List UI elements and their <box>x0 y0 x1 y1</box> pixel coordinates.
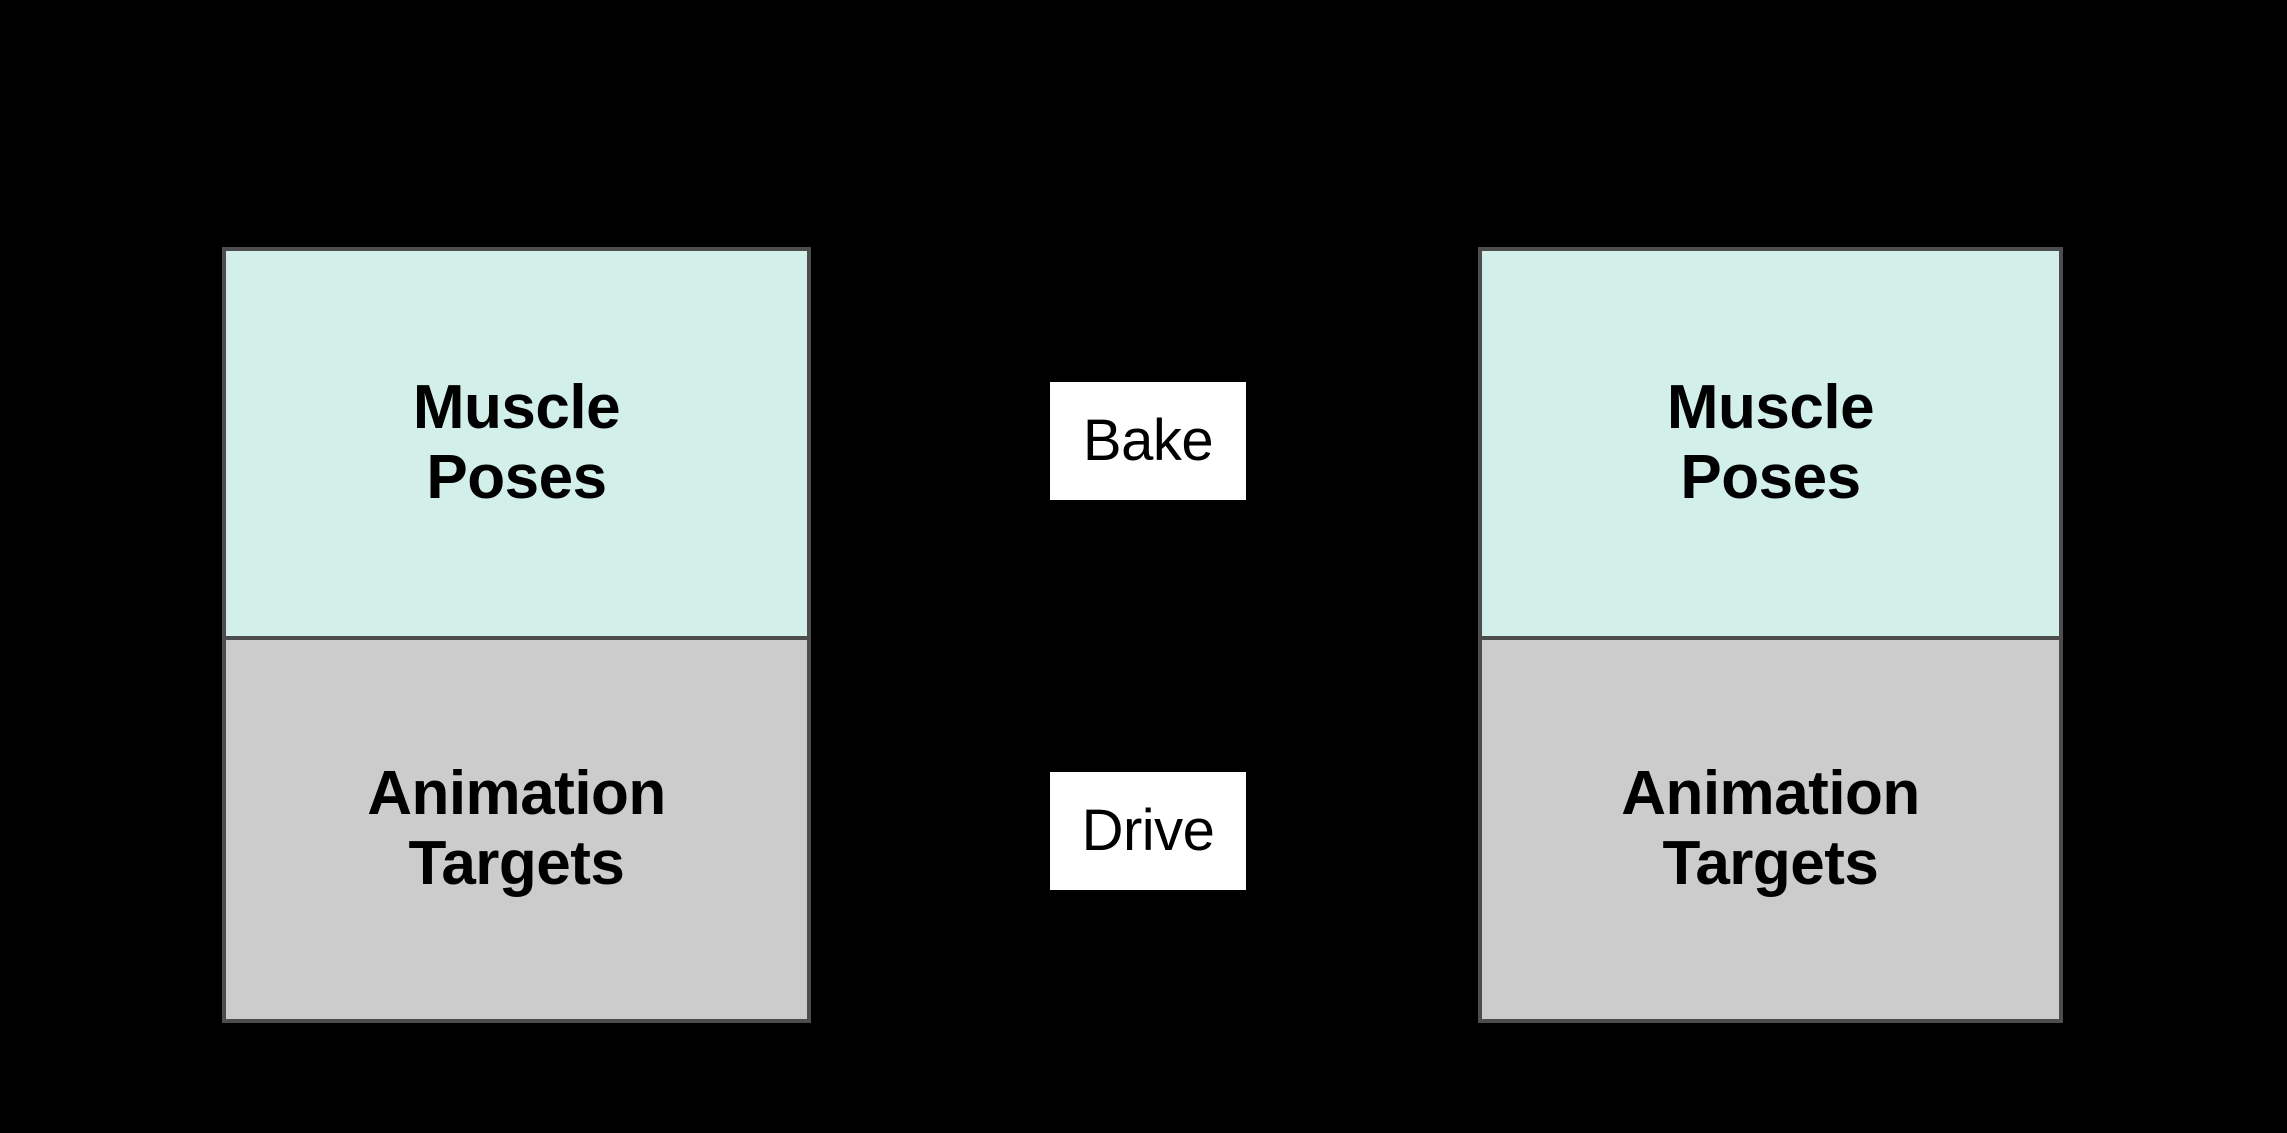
target-entity-box[interactable]: Muscle Poses Animation Targets <box>1478 247 2063 1023</box>
source-entity-box[interactable]: Muscle Poses Animation Targets <box>222 247 811 1023</box>
target-animation-targets-section[interactable]: Animation Targets <box>1482 639 2059 1019</box>
target-muscle-poses-section[interactable]: Muscle Poses <box>1482 251 2059 640</box>
source-animation-targets-section[interactable]: Animation Targets <box>226 639 807 1019</box>
edge-label-bake[interactable]: Bake <box>1050 382 1246 500</box>
source-muscle-poses-section[interactable]: Muscle Poses <box>226 251 807 640</box>
edge-label-drive[interactable]: Drive <box>1050 772 1246 890</box>
